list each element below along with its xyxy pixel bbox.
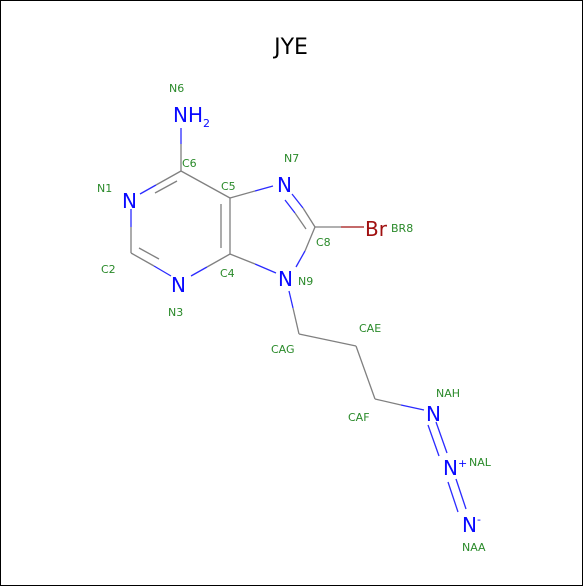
bond-n3-c4 <box>206 253 231 268</box>
bond-c6-c5 <box>180 170 231 199</box>
bond-cag-cae <box>298 333 357 347</box>
label-naa: NAA <box>462 541 486 554</box>
bond-n7-c8-inner-half <box>284 199 296 214</box>
molecule-title: JYE <box>272 35 308 60</box>
label-c8: C8 <box>316 236 331 249</box>
bond-n7-half <box>254 185 274 192</box>
bond-n9-c4 <box>229 253 256 265</box>
bond-c5-n7 <box>229 190 256 199</box>
bond-nah-nal <box>435 421 448 454</box>
bond-nal-naa <box>455 478 467 510</box>
bond-c6-n1 <box>155 170 182 186</box>
bond-cae-caf <box>355 345 376 400</box>
bond-n9-c4-half <box>254 263 277 274</box>
label-c4: C4 <box>220 267 235 280</box>
label-n3: N3 <box>168 306 183 319</box>
atom-naa-symbol: N- <box>462 513 481 537</box>
label-c2: C2 <box>101 263 116 276</box>
bond-n9-half <box>295 250 306 268</box>
label-c6: C6 <box>182 157 197 170</box>
label-n7: N7 <box>284 152 299 165</box>
atom-n9-symbol: N <box>278 267 293 291</box>
bond-n7-c8-inner <box>294 212 307 230</box>
atom-n6-symbol: NH2 <box>173 103 210 130</box>
atom-nah-symbol: N <box>426 402 441 426</box>
bond-n7-c8-half <box>291 193 304 209</box>
bond-n1-half <box>139 184 157 195</box>
bond-nah-nal-inner <box>427 424 440 457</box>
bond-caf-nah <box>374 398 402 406</box>
bond-c2-n3-inner <box>138 247 160 260</box>
bond-nal-naa-inner <box>447 481 459 513</box>
bond-c8-n9 <box>304 226 316 252</box>
bond-n9-cag <box>292 307 300 335</box>
bond-n9-cag-half <box>288 290 294 309</box>
atom-n1-symbol: N <box>122 189 137 213</box>
label-nah: NAH <box>436 387 460 400</box>
atom-n3-symbol: N <box>171 273 186 297</box>
label-n1: N1 <box>97 182 112 195</box>
label-c5: C5 <box>221 180 236 193</box>
atom-br-symbol: Br <box>365 217 388 241</box>
label-caf: CAF <box>348 411 370 424</box>
atom-nal-symbol: N+ <box>443 456 467 480</box>
bond-nah-half <box>400 404 425 411</box>
label-cag: CAG <box>271 343 295 356</box>
bond-c6-n1-inner <box>154 180 178 194</box>
bond-n7-c8 <box>302 207 316 228</box>
bond-c2-n3 <box>130 252 155 267</box>
label-cae: CAE <box>359 322 381 335</box>
label-nal: NAL <box>469 456 492 469</box>
atom-n7-symbol: N <box>277 173 292 197</box>
bond-n3-half <box>153 265 172 277</box>
label-n6: N6 <box>169 82 184 95</box>
label-n9: N9 <box>298 275 313 288</box>
bond-n3-c4-half <box>190 266 208 277</box>
label-br8: BR8 <box>391 222 413 235</box>
